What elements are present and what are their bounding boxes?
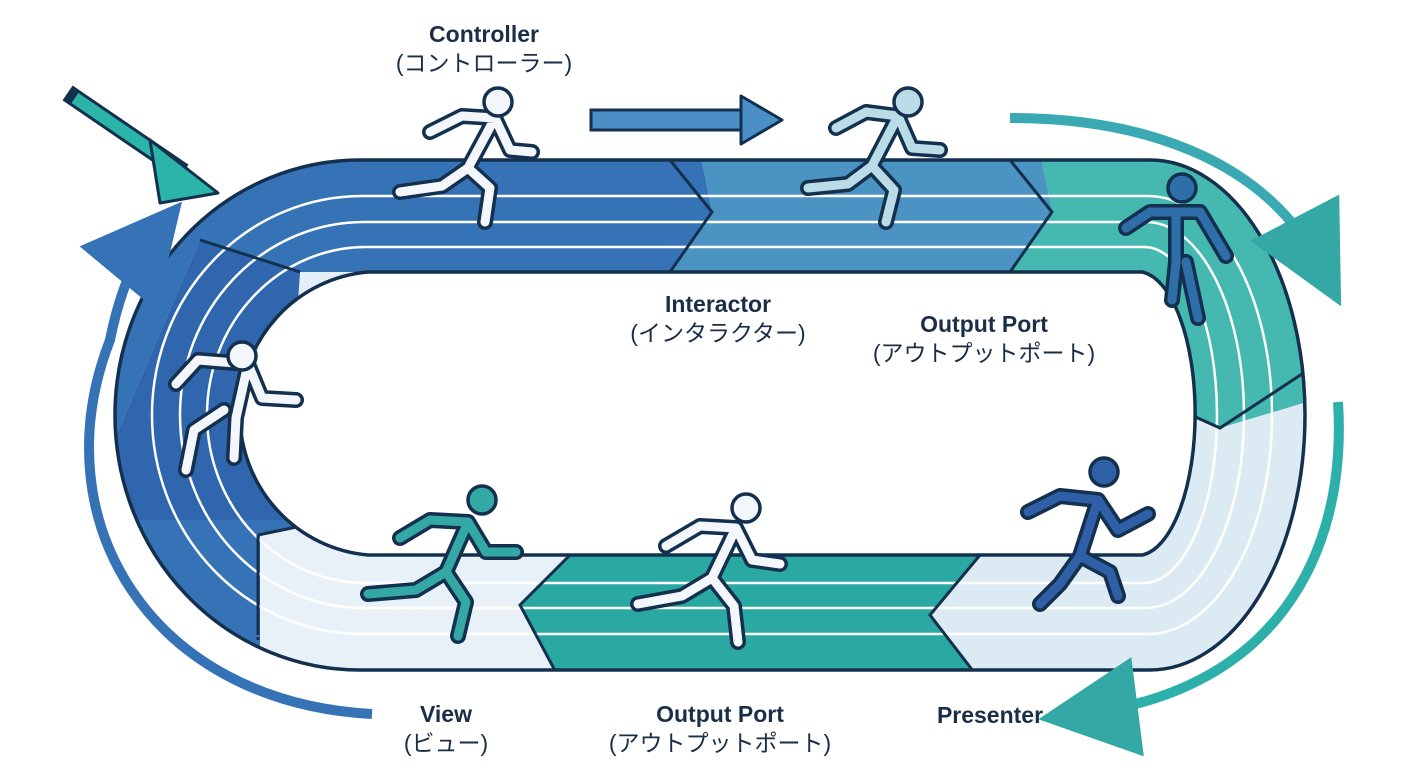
stage-reading: (コントローラー) bbox=[395, 50, 573, 76]
runner-controller-icon bbox=[392, 86, 540, 230]
runner-presenter-icon bbox=[1020, 456, 1156, 612]
track-segment-output-port-bottom bbox=[520, 555, 980, 670]
stage-label-interactor: Interactor (インタラクター) bbox=[630, 290, 805, 348]
arrow-left-side-icon bbox=[79, 201, 373, 719]
arrow-top-right-curve-icon bbox=[1009, 113, 1342, 307]
arrow-right-side-icon bbox=[1038, 401, 1344, 757]
runner-left-curve-icon bbox=[168, 340, 304, 478]
runner-view-icon bbox=[360, 484, 524, 644]
flow-arrows bbox=[62, 85, 1344, 757]
runner-output-port-bottom-icon bbox=[630, 492, 788, 650]
stage-label-controller: Controller (コントローラー) bbox=[396, 20, 572, 78]
stage-reading: (アウトプットポート) bbox=[872, 340, 1096, 366]
stage-name: Output Port bbox=[656, 701, 784, 727]
stage-name: Presenter bbox=[936, 702, 1044, 728]
stage-label-view: View (ビュー) bbox=[404, 700, 488, 758]
entry-arrow-icon bbox=[62, 85, 220, 205]
stage-name: Interactor bbox=[664, 291, 772, 317]
stage-label-presenter: Presenter bbox=[937, 701, 1043, 730]
stage-reading: (アウトプットポート) bbox=[608, 730, 832, 756]
arrow-controller-to-interactor-icon bbox=[589, 94, 784, 146]
runners bbox=[168, 86, 1234, 650]
stage-name: View bbox=[419, 701, 472, 727]
stage-reading: (インタラクター) bbox=[630, 320, 806, 346]
stage-label-output-port-top: Output Port (アウトプットポート) bbox=[873, 310, 1095, 368]
stage-name: Output Port bbox=[920, 311, 1048, 337]
runner-output-port-top-icon bbox=[1118, 172, 1234, 326]
stage-reading: (ビュー) bbox=[403, 730, 489, 756]
track-segment-interactor bbox=[670, 160, 1052, 272]
stage-label-output-port-bottom: Output Port (アウトプットポート) bbox=[609, 700, 831, 758]
track-infield bbox=[238, 270, 1197, 557]
runner-interactor-icon bbox=[800, 86, 948, 230]
stage-name: Controller bbox=[429, 21, 539, 47]
